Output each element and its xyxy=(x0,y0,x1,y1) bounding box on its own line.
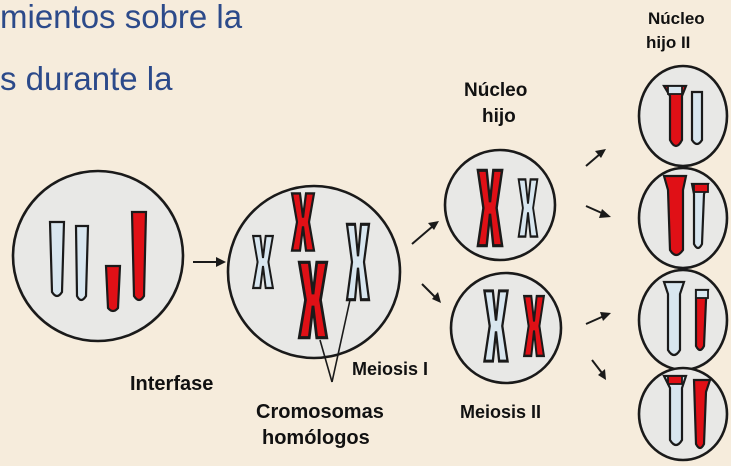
label-nucleo-hijo-line2: hijo xyxy=(482,106,516,127)
arrow-up-right xyxy=(411,221,439,245)
chromosome-blue xyxy=(690,182,710,250)
meiosis1-nucleus xyxy=(226,184,402,360)
label-nucleo-hijo-ii-line1: Núcleo xyxy=(648,9,705,28)
arrow-down-right xyxy=(585,205,611,218)
chromosome-red xyxy=(104,264,122,313)
chromosome-blue xyxy=(662,280,686,357)
chromosome-red xyxy=(130,210,148,302)
daughter-nucleus-bottom xyxy=(449,271,563,385)
chromosome-red xyxy=(662,84,688,148)
chromosome-blue xyxy=(662,374,688,447)
label-meiosis-2: Meiosis II xyxy=(460,402,541,422)
chromosome-blue xyxy=(74,224,90,302)
daughter-nucleus-top xyxy=(443,148,557,262)
arrow-down-right xyxy=(421,283,441,303)
meiosis1-cell xyxy=(226,184,402,360)
homologous-pointer-lines xyxy=(319,299,351,383)
chromosome-red xyxy=(694,288,710,352)
interfase-cell xyxy=(11,169,185,343)
arrow-up-right xyxy=(585,312,611,325)
arrow-down-right xyxy=(591,359,606,380)
chromosome-blue xyxy=(690,90,704,146)
label-homologos-line1: Cromosomas xyxy=(256,401,384,423)
label-homologos-line2: homólogos xyxy=(262,427,370,449)
chromosome-blue xyxy=(48,220,66,298)
interfase-nucleus xyxy=(11,169,185,343)
label-nucleo-hijo-line1: Núcleo xyxy=(464,80,527,101)
label-interfase: Interfase xyxy=(130,373,213,395)
granddaughter-nucleus-4 xyxy=(637,366,729,462)
daughter-nucleus xyxy=(449,271,563,385)
label-nucleo-hijo-ii-line2: hijo II xyxy=(646,33,690,52)
label-meiosis-1: Meiosis I xyxy=(352,359,428,379)
granddaughter-nucleus-1 xyxy=(637,64,729,168)
daughter-nucleus xyxy=(443,148,557,262)
title-line-2: s durante la xyxy=(0,60,173,97)
granddaughter-nucleus-2 xyxy=(637,166,729,270)
granddaughter-nucleus-3 xyxy=(637,268,729,372)
arrow-right xyxy=(193,257,226,267)
chromosome-red xyxy=(662,174,688,257)
interfase-chromosomes xyxy=(48,210,148,313)
title-line-1: mientos sobre la xyxy=(0,0,243,35)
arrow-up-right xyxy=(585,149,606,167)
chromosome-red xyxy=(692,378,712,450)
